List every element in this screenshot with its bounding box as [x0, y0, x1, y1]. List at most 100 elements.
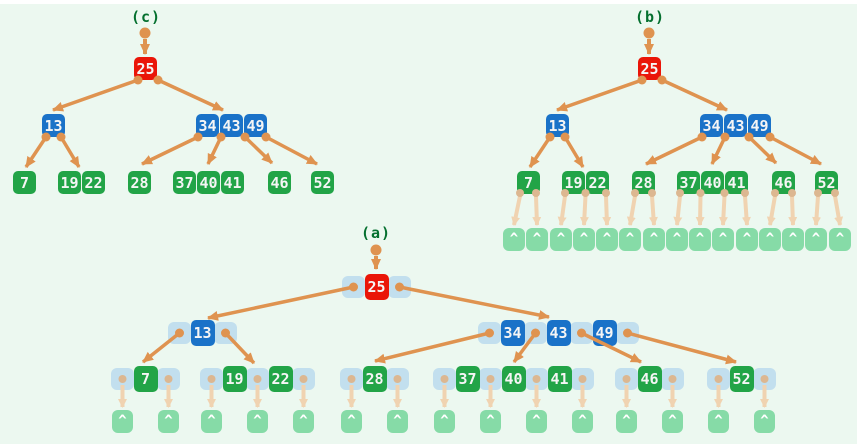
null-pointer-box: ^	[112, 410, 133, 433]
child-pointer-arrow	[59, 136, 81, 168]
key-box: 43	[220, 114, 243, 137]
null-pointer-box: ^	[573, 228, 595, 251]
child-pointer-arrow	[661, 78, 728, 112]
null-pointer-box: ^	[341, 410, 362, 433]
child-pointer-arrow	[563, 136, 585, 168]
pointer-slot	[157, 368, 180, 390]
null-pointer-arrow	[557, 195, 567, 226]
child-pointer-arrow	[265, 135, 318, 166]
null-pointer-box: ^	[434, 410, 455, 433]
null-pointer-box: ^	[503, 228, 525, 251]
child-pointer-arrow	[627, 331, 737, 365]
root-pointer-dot	[139, 27, 151, 39]
key-box: 41	[725, 171, 748, 194]
pointer-slot	[525, 368, 548, 390]
pointer-slot	[571, 368, 594, 390]
key-box: 7	[133, 366, 158, 392]
child-pointer-arrow	[206, 136, 223, 165]
root-pointer-dot	[370, 244, 382, 256]
key-box: 37	[677, 171, 700, 194]
null-pointer-box: ^	[643, 228, 665, 251]
null-pointer-box: ^	[387, 410, 408, 433]
null-pointer-box: ^	[708, 410, 729, 433]
key-box: 46	[772, 171, 795, 194]
key-box: 22	[586, 171, 609, 194]
key-box: 43	[546, 320, 571, 346]
key-box: 49	[748, 114, 771, 137]
child-pointer-arrow	[769, 135, 822, 166]
child-pointer-arrow	[747, 135, 778, 165]
tree-label-c: (c)	[130, 8, 162, 26]
null-pointer-box: ^	[689, 228, 711, 251]
null-pointer-box: ^	[550, 228, 572, 251]
null-pointer-arrow	[626, 195, 637, 226]
key-box: 46	[637, 366, 662, 392]
pointer-slot	[753, 368, 776, 390]
null-pointer-arrow	[511, 195, 522, 226]
child-pointer-arrow	[157, 78, 224, 112]
null-pointer-arrow	[579, 195, 589, 226]
pointer-slot	[707, 368, 730, 390]
child-pointer-arrow	[710, 136, 727, 165]
null-pointer-arrow	[695, 195, 705, 226]
key-box: 28	[632, 171, 655, 194]
null-pointer-box: ^	[759, 228, 781, 251]
null-pointer-box: ^	[596, 228, 618, 251]
child-pointer-arrow	[528, 136, 552, 168]
key-box: 28	[128, 171, 151, 194]
key-box: 19	[222, 366, 247, 392]
null-pointer-box: ^	[754, 410, 775, 433]
key-box: 49	[244, 114, 267, 137]
child-pointer-arrow	[399, 285, 550, 320]
key-box: 34	[196, 114, 219, 137]
key-box: 46	[268, 171, 291, 194]
key-box: 40	[701, 171, 724, 194]
root-pointer-dot	[643, 27, 655, 39]
key-box: 7	[13, 171, 36, 194]
key-box: 34	[700, 114, 723, 137]
pointer-slot	[111, 368, 134, 390]
pointer-slot	[246, 368, 269, 390]
pointer-slot	[168, 322, 191, 344]
key-box: 41	[221, 171, 244, 194]
key-box: 19	[58, 171, 81, 194]
key-box: 25	[364, 274, 389, 300]
key-box: 13	[42, 114, 65, 137]
child-pointer-arrow	[374, 331, 490, 364]
child-pointer-arrow	[24, 136, 48, 168]
null-pointer-box: ^	[782, 228, 804, 251]
key-box: 40	[197, 171, 220, 194]
null-pointer-box: ^	[158, 410, 179, 433]
top-strip	[0, 0, 857, 4]
pointer-slot	[478, 322, 501, 344]
key-box: 25	[638, 57, 661, 80]
key-box: 28	[362, 366, 387, 392]
null-pointer-box: ^	[572, 410, 593, 433]
null-pointer-box: ^	[526, 410, 547, 433]
pointer-slot	[200, 368, 223, 390]
null-pointer-box: ^	[201, 410, 222, 433]
null-pointer-arrow	[788, 195, 798, 226]
child-pointer-arrow	[645, 135, 703, 166]
key-box: 52	[311, 171, 334, 194]
key-box: 7	[517, 171, 540, 194]
pointer-slot	[661, 368, 684, 390]
null-pointer-box: ^	[712, 228, 734, 251]
child-pointer-arrow	[243, 135, 274, 165]
pointer-slot	[340, 368, 363, 390]
null-pointer-arrow	[648, 195, 658, 226]
null-pointer-box: ^	[619, 228, 641, 251]
null-pointer-arrow	[718, 195, 728, 226]
pointer-slot	[292, 368, 315, 390]
null-pointer-box: ^	[662, 410, 683, 433]
pointer-slot	[570, 322, 593, 344]
pointer-slot	[479, 368, 502, 390]
key-box: 13	[546, 114, 569, 137]
null-pointer-box: ^	[247, 410, 268, 433]
key-box: 22	[268, 366, 293, 392]
pointer-slot	[214, 322, 237, 344]
key-box: 43	[724, 114, 747, 137]
null-pointer-arrow	[741, 195, 751, 226]
null-pointer-box: ^	[666, 228, 688, 251]
